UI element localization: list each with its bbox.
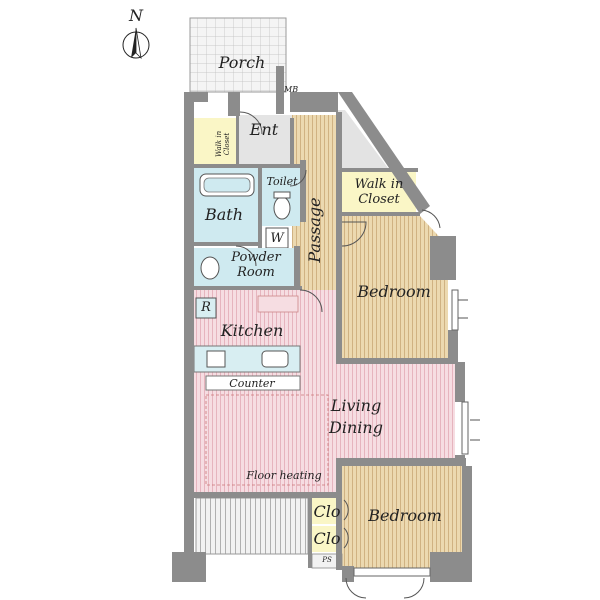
counter-bar — [205, 375, 301, 391]
refrigerator-box — [195, 297, 217, 319]
porch-area — [189, 17, 287, 93]
porch-label: Porch — [218, 53, 266, 72]
balcony — [195, 497, 309, 555]
floor-heating-label: Floor heating — [246, 469, 322, 482]
washer-label: W — [270, 231, 284, 246]
walk-in-closet-left-label: Walk in Closet — [215, 130, 231, 158]
bedroom-north-label: Bedroom — [357, 282, 431, 301]
walls — [172, 66, 472, 582]
bedroom-north-floor — [342, 216, 448, 358]
powder-room-label: Powder Room — [231, 250, 281, 280]
mb-label: MB — [284, 85, 299, 94]
living-dining-floor — [194, 290, 455, 492]
living-dining-label: Living Dining — [329, 396, 383, 437]
counter-label: Counter — [229, 377, 275, 390]
compass-label: N — [129, 6, 143, 25]
entrance-floor — [238, 115, 292, 165]
sink — [261, 350, 289, 368]
kitchen-label: Kitchen — [220, 321, 284, 340]
kitchen-cabinet — [257, 295, 299, 313]
walk-in-closet-left-floor — [194, 118, 236, 166]
ps-label: PS — [322, 556, 332, 564]
entrance-label: Ent — [249, 120, 279, 139]
passage-label: Passage — [305, 197, 324, 263]
toilet-fixture — [273, 196, 291, 220]
shaft-area — [338, 110, 388, 168]
refrigerator-label: R — [201, 300, 211, 315]
walk-in-closet-right-label: Walk in Closet — [354, 177, 404, 207]
stove — [206, 350, 226, 368]
bath-label: Bath — [204, 205, 244, 224]
floor-heating-zone — [205, 394, 329, 486]
closet-1-label: Clo — [313, 502, 341, 521]
doors — [235, 111, 480, 599]
closet-2-label: Clo — [313, 529, 341, 548]
windows — [353, 289, 469, 577]
bedroom-south-label: Bedroom — [368, 506, 442, 525]
toilet-label: Toilet — [266, 175, 298, 188]
basin — [200, 256, 220, 280]
compass-icon — [122, 27, 150, 60]
